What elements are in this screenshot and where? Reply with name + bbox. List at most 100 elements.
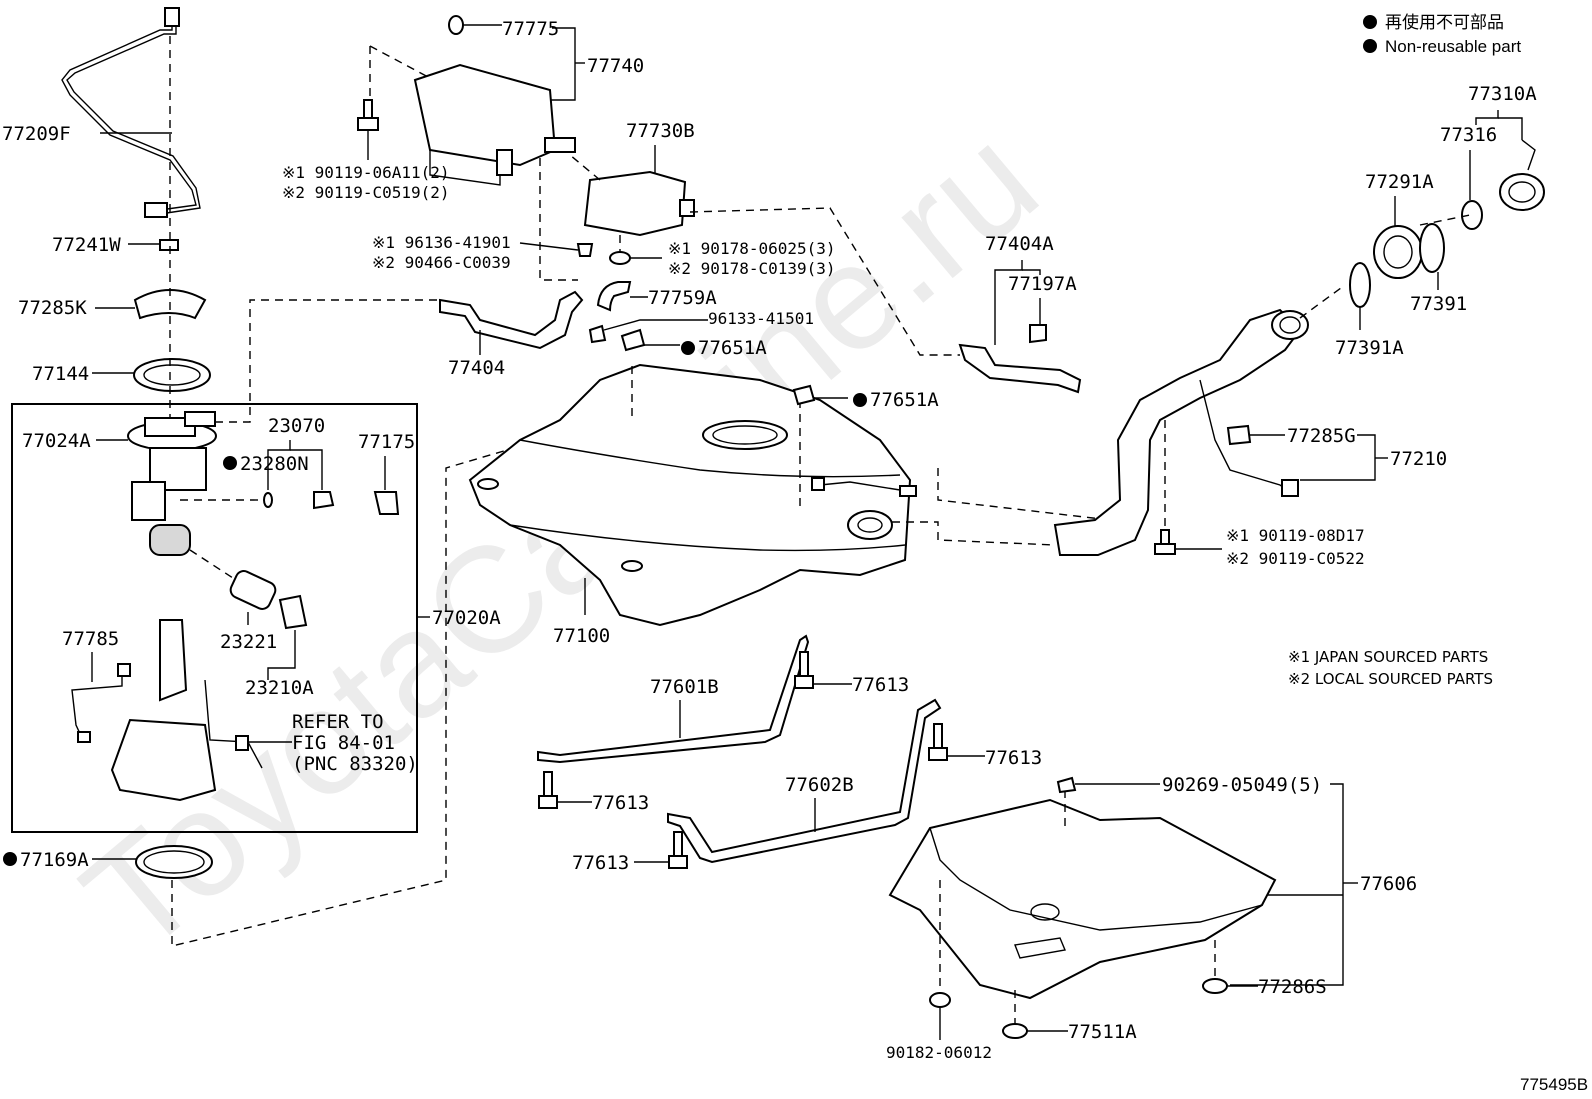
pump-outlet-pipe — [184, 411, 216, 427]
cap-gasket-77316 — [1461, 200, 1483, 230]
tube-connector — [144, 202, 168, 218]
label-77606: 77606 — [1360, 873, 1417, 895]
label-77241W: 77241W — [52, 234, 121, 256]
nut-90182 — [929, 992, 951, 1008]
label-77613-1: 77613 — [852, 674, 909, 696]
label-77175: 77175 — [358, 431, 415, 453]
non-reusable-dot-icon — [681, 341, 695, 355]
bolt-77613 — [928, 723, 948, 761]
clip-90269 — [1056, 776, 1077, 794]
clip-96136 — [576, 243, 594, 257]
pump-bracket — [131, 481, 166, 521]
filler-ring-77291A — [1373, 225, 1423, 279]
legend-dot-icon — [1363, 39, 1377, 53]
bolt-77613 — [538, 771, 558, 809]
clip-77241W — [159, 239, 179, 251]
label-90178-06025: ※1 90178-06025(3) — [668, 239, 836, 258]
refer-line2: FIG 84-01 — [292, 732, 395, 754]
gasket-77391A — [1349, 262, 1371, 308]
label-77511A: 77511A — [1068, 1021, 1137, 1043]
bolt-77613 — [794, 651, 814, 689]
label-77285K: 77285K — [18, 297, 87, 319]
pump-assembly-box — [11, 403, 418, 833]
gauge-connector — [235, 735, 249, 751]
tank-pump-opening — [702, 420, 788, 450]
label-77602B: 77602B — [785, 774, 854, 796]
label-90119-06A11: ※1 90119-06A11(2) — [282, 163, 450, 182]
filler-pipe-77210 — [1053, 308, 1302, 556]
clip-77175 — [373, 491, 400, 515]
filler-connector — [1281, 479, 1299, 497]
nut-90178 — [609, 251, 631, 265]
clamp-77197A — [1029, 324, 1047, 344]
label-77291A: 77291A — [1365, 171, 1434, 193]
label-90119-C0519: ※2 90119-C0519(2) — [282, 183, 450, 202]
fuel-cap-77310A — [1499, 173, 1545, 211]
refer-line3: (PNC 83320) — [292, 753, 418, 775]
label-90178-C0139: ※2 90178-C0139(3) — [668, 259, 836, 278]
label-23280N: 23280N — [240, 453, 309, 475]
label-77613-4: 77613 — [572, 852, 629, 874]
fuel-pump-23221 — [229, 570, 277, 610]
gasket-77391 — [1419, 223, 1445, 273]
pump-motor — [149, 524, 191, 556]
label-77100: 77100 — [553, 625, 610, 647]
label-77601B: 77601B — [650, 676, 719, 698]
label-77651A-1: 77651A — [698, 337, 767, 359]
label-77144: 77144 — [32, 363, 89, 385]
tank-cover-77606 — [888, 798, 1277, 1000]
o-ring-23280N — [263, 492, 273, 508]
label-23070: 23070 — [268, 415, 325, 437]
note-local-sourced: ※2 LOCAL SOURCED PARTS — [1288, 670, 1493, 688]
breather-hose-77404A — [958, 343, 1082, 394]
retainer-ring-77144 — [133, 358, 211, 392]
label-77730B: 77730B — [626, 120, 695, 142]
charcoal-canister-77740 — [413, 63, 557, 167]
bolt-77613 — [668, 831, 688, 869]
hose-77759A — [596, 281, 632, 312]
non-reusable-dot-icon — [3, 852, 17, 866]
label-96133-41501: 96133-41501 — [708, 309, 814, 328]
filler-mouth — [1271, 310, 1309, 340]
tank-vent-connector — [899, 485, 917, 497]
label-77316: 77316 — [1440, 124, 1497, 146]
label-77740: 77740 — [587, 55, 644, 77]
tube-connector — [164, 7, 180, 27]
label-77404A: 77404A — [985, 233, 1054, 255]
harness-77785 — [71, 672, 123, 739]
label-77285G: 77285G — [1287, 425, 1356, 447]
bolt-head — [357, 117, 379, 131]
clamp-77285G — [1226, 424, 1252, 446]
note-japan-sourced: ※1 JAPAN SOURCED PARTS — [1288, 648, 1488, 666]
non-reusable-dot-icon — [223, 456, 237, 470]
label-90119-08D17: ※1 90119-08D17 — [1226, 526, 1365, 545]
reservoir-cup — [110, 718, 217, 802]
tank-mount — [477, 478, 499, 490]
pad-77651A — [792, 384, 816, 406]
label-77286S: 77286S — [1258, 976, 1327, 998]
clamp-96133 — [588, 324, 607, 344]
vent-valve-77730B — [583, 170, 687, 237]
bracket-23210A — [278, 594, 308, 630]
legend-jp: 再使用不可部品 — [1385, 12, 1504, 32]
label-90119-C0522: ※2 90119-C0522 — [1226, 549, 1365, 568]
label-77775: 77775 — [502, 18, 559, 40]
legend: 再使用不可部品 Non-reusable part — [1363, 12, 1521, 56]
hose-77404 — [439, 290, 584, 350]
label-77404: 77404 — [448, 357, 505, 379]
sender-gauge — [159, 619, 188, 702]
label-90182-06012: 90182-06012 — [886, 1043, 992, 1062]
tank-vent-connector — [811, 477, 825, 491]
tank-band-77601B — [537, 634, 810, 764]
canister-port — [496, 149, 513, 176]
label-23221: 23221 — [220, 631, 277, 653]
refer-line1: REFER TO — [292, 711, 384, 733]
label-77210: 77210 — [1390, 448, 1447, 470]
label-77391A: 77391A — [1335, 337, 1404, 359]
fuel-tube-77209F — [61, 18, 197, 211]
label-77024A: 77024A — [22, 430, 91, 452]
label-77169A: 77169A — [20, 849, 89, 871]
tank-filler-neck — [847, 510, 893, 540]
harness-connector — [117, 663, 131, 677]
